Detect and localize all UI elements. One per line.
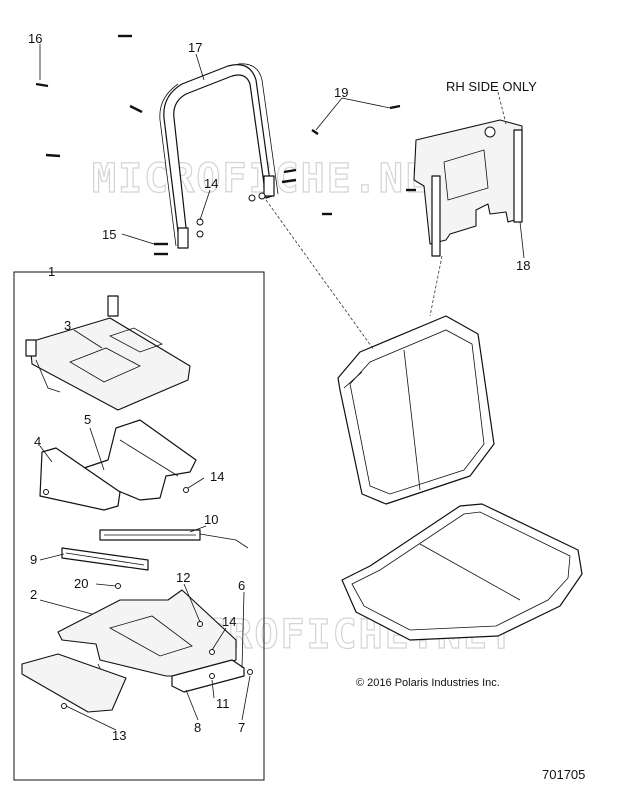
grab-bar-part	[159, 63, 279, 249]
callout-3: 3	[64, 318, 71, 333]
slide-plate-part	[25, 295, 191, 411]
callout-15: 15	[102, 227, 116, 242]
seat-base-part	[341, 503, 583, 641]
bolts-top	[35, 34, 416, 256]
callout-10: 10	[204, 512, 218, 527]
callout-12: 12	[176, 570, 190, 585]
callout-1: 1	[48, 264, 55, 279]
callout-14-mid: 14	[210, 469, 224, 484]
callout-numbers: 16 17 19 14 15 18 1 3 5 4 14 10 9 20 12 …	[28, 31, 530, 743]
callout-8: 8	[194, 720, 201, 735]
guide-line-left	[265, 199, 375, 351]
slide-track-part	[99, 529, 249, 549]
callout-17: 17	[188, 40, 202, 55]
callout-13: 13	[112, 728, 126, 743]
callout-20: 20	[74, 576, 88, 591]
lower-track-part	[61, 547, 149, 571]
riser-bracket-part	[83, 419, 197, 501]
cover-panel-part	[21, 653, 127, 713]
callout-2: 2	[30, 587, 37, 602]
callout-14-top: 14	[204, 176, 218, 191]
side-rail-part	[39, 447, 121, 511]
rh-side-only-note: RH SIDE ONLY	[446, 79, 537, 94]
callout-11: 11	[216, 696, 230, 711]
callout-19: 19	[334, 85, 348, 100]
callout-16: 16	[28, 31, 42, 46]
callout-6: 6	[238, 578, 245, 593]
leader-lines	[39, 44, 525, 731]
callout-7: 7	[238, 720, 245, 735]
seat-back-part	[337, 315, 495, 505]
callout-9: 9	[30, 552, 37, 567]
callout-18: 18	[516, 258, 530, 273]
callout-5: 5	[84, 412, 91, 427]
assembly-fasteners	[115, 487, 215, 655]
copyright-text: © 2016 Polaris Industries Inc.	[356, 677, 500, 689]
guide-line-right	[429, 255, 443, 317]
diagram-number: 701705	[542, 767, 585, 782]
rh-bracket-part	[413, 119, 523, 257]
latch-bracket-part	[171, 659, 253, 693]
assembly-box	[13, 271, 265, 781]
guide-line-note	[497, 91, 507, 125]
callout-14-low: 14	[222, 614, 236, 629]
callout-4: 4	[34, 434, 41, 449]
